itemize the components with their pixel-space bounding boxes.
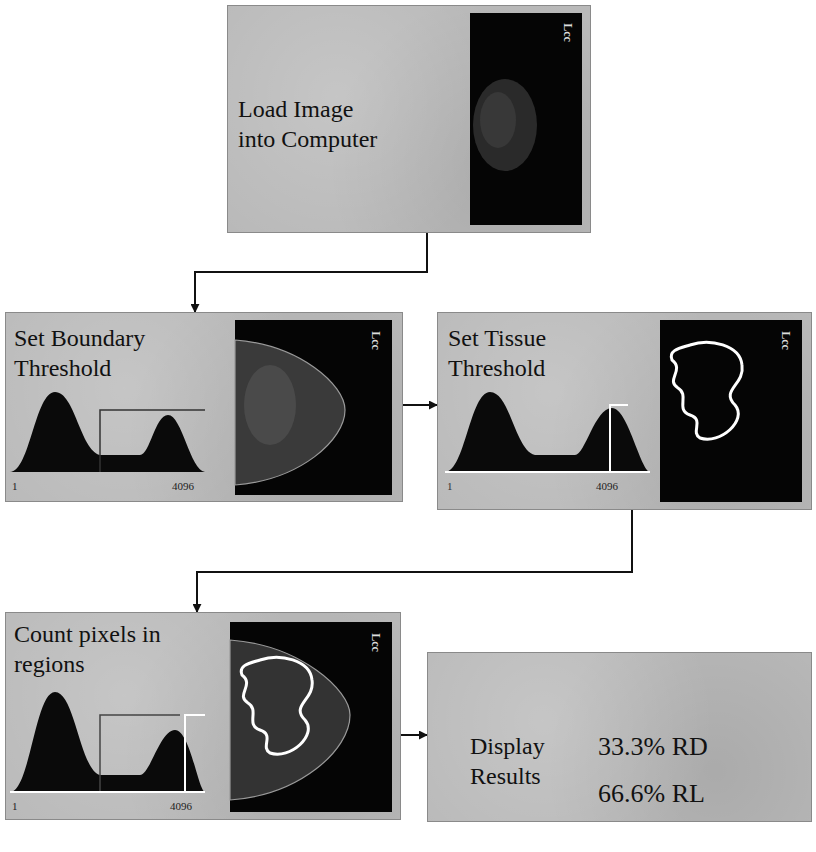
- text-holder: Set Boundary Threshold: [14, 323, 164, 383]
- text-holder: Set Tissue Threshold: [448, 323, 598, 383]
- view-label: Lcc: [368, 331, 383, 350]
- axis-label: 4096: [172, 480, 194, 492]
- mammogram-image: [235, 320, 392, 495]
- label-holder: 1: [12, 796, 18, 814]
- histogram: [10, 692, 205, 792]
- label-holder: 4096: [170, 796, 192, 814]
- axis-label: 1: [447, 480, 453, 492]
- step-title: Load Image into Computer: [238, 94, 388, 154]
- axis-label: 1: [12, 480, 18, 492]
- flow-arrow: [403, 404, 437, 406]
- process-box: Set Boundary Threshold: [5, 312, 403, 502]
- view-label: Lcc: [368, 633, 383, 652]
- label-holder: 4096: [172, 476, 194, 494]
- step-title: Set Boundary Threshold: [14, 323, 164, 383]
- result-box: Display Results 33.3% RD 66.6% RL: [427, 652, 812, 822]
- histogram: [10, 392, 205, 472]
- axis-label: 4096: [170, 800, 192, 812]
- label-holder: 1: [447, 476, 453, 494]
- histogram: [445, 392, 650, 472]
- step-title: Set Tissue Threshold: [448, 323, 598, 383]
- label-holder: Lcc: [776, 330, 795, 348]
- mammogram-image: [660, 320, 802, 502]
- step-title: Display Results: [470, 731, 570, 791]
- label-holder: 4096: [596, 476, 618, 494]
- flow-arrow: [401, 734, 427, 736]
- text-holder: 66.6% RL: [598, 778, 798, 811]
- label-holder: 1: [12, 476, 18, 494]
- text-holder: 33.3% RD: [598, 731, 798, 764]
- view-label: Lcc: [560, 23, 575, 42]
- axis-label: 1: [12, 800, 18, 812]
- text-holder: Count pixels in regions: [14, 619, 189, 679]
- label-holder: Lcc: [558, 22, 577, 40]
- result-value: 33.3% RD: [598, 731, 798, 764]
- text-holder: Display Results: [470, 731, 570, 791]
- axis-label: 4096: [596, 480, 618, 492]
- process-box: Set Tissue Threshold: [437, 312, 812, 510]
- process-box: Count pixels in regions: [5, 612, 401, 820]
- mammogram-image: [230, 622, 392, 812]
- text-holder: Load Image into Computer: [238, 94, 388, 154]
- result-value: 66.6% RL: [598, 778, 798, 811]
- step-title: Count pixels in regions: [14, 619, 189, 679]
- label-holder: Lcc: [366, 632, 385, 650]
- flow-arrow: [195, 233, 427, 312]
- mammogram-image: [470, 13, 582, 225]
- process-box: Load Image into Computer: [227, 5, 591, 233]
- flow-arrow: [197, 510, 632, 612]
- label-holder: Lcc: [366, 330, 385, 348]
- view-label: Lcc: [778, 331, 793, 350]
